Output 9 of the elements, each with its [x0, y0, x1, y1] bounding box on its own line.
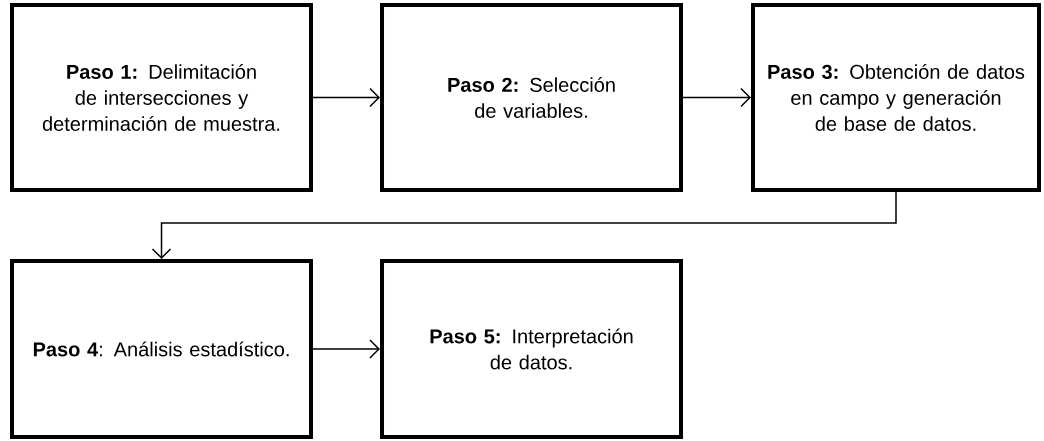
step-box: Paso 4: Análisis estadístico. — [10, 259, 313, 439]
step-box: Paso 3: Obtención de datos en campo y generación de base de datos. — [751, 3, 1041, 192]
step-box: Paso 1: Delimitación de intersecciones y determinación de muestra. — [10, 3, 313, 192]
step-box: Paso 2: Selección de variables. — [380, 3, 683, 192]
arrow — [151, 191, 897, 259]
step-box: Paso 5: Interpretación de datos. — [380, 259, 683, 439]
arrow — [682, 87, 751, 108]
arrow — [312, 87, 380, 108]
arrow — [312, 339, 380, 359]
